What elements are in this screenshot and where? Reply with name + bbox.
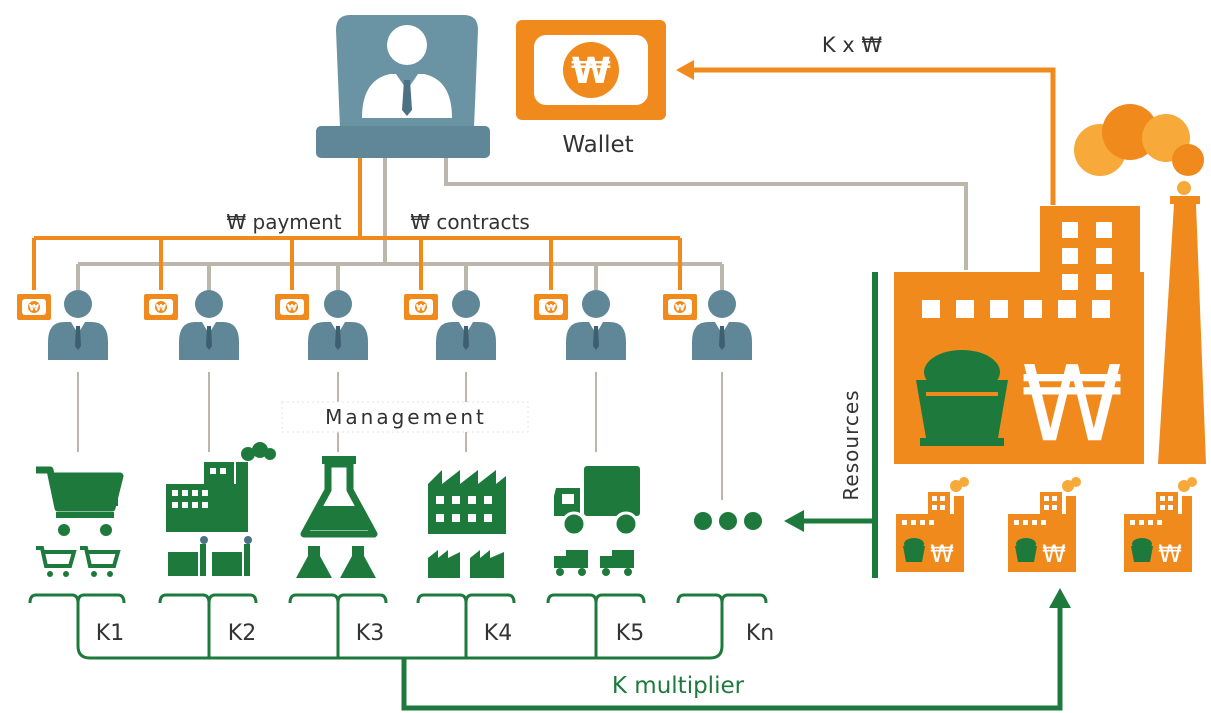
management-label: Management: [325, 405, 487, 429]
wallet-label: Wallet: [562, 132, 633, 158]
resources-label: Resources: [839, 389, 863, 500]
payment-label: ₩ payment: [226, 210, 341, 234]
mini-factory-icon: [896, 477, 969, 572]
mini-factory-icon: [1124, 477, 1197, 572]
sector-label: K3: [356, 621, 384, 646]
person-icon: [179, 290, 239, 360]
sector-label: Kn: [746, 621, 774, 646]
person-icon: [566, 290, 626, 360]
more-dots-icon: [694, 512, 762, 530]
k-multiplier-label: K multiplier: [612, 673, 745, 699]
resources-bar: [872, 272, 878, 578]
currency-symbol: ₩: [571, 51, 611, 92]
industrial-plant-icon: [428, 470, 506, 578]
kxv-label: K x ₩: [822, 33, 883, 57]
contracts-label: ₩ contracts: [410, 210, 530, 234]
currency-symbol: ₩: [1021, 343, 1124, 465]
truck-icon: [554, 466, 640, 576]
flask-icon: [296, 456, 378, 578]
bill-icon: [404, 294, 438, 320]
manager-desk: [316, 15, 490, 158]
wallet-icon: ₩: [516, 20, 666, 120]
bill-icon: [17, 294, 51, 320]
sector-label: K4: [484, 621, 512, 646]
person-icon: [436, 290, 496, 360]
sector-label: K1: [96, 621, 124, 646]
sector-label: K5: [616, 621, 644, 646]
person-icon: [308, 290, 368, 360]
factory-icon: [166, 442, 276, 576]
connector-lines: [32, 60, 1056, 500]
mini-factory-icon: [1008, 477, 1081, 572]
bill-icon: [663, 294, 697, 320]
bill-icon: [275, 294, 309, 320]
sector-label: K2: [228, 621, 256, 646]
person-icon: [692, 290, 752, 360]
arrow-head-icon: [1049, 588, 1071, 608]
sector-brackets: [28, 593, 768, 660]
k-multiplier-arrow: [401, 604, 1063, 711]
cart-icon: [36, 466, 124, 577]
main-factory-icon: ₩: [894, 104, 1206, 465]
arrow-head-icon: [784, 510, 804, 532]
bill-icon: [144, 294, 178, 320]
person-icon: [48, 290, 108, 360]
bill-icon: [534, 294, 568, 320]
